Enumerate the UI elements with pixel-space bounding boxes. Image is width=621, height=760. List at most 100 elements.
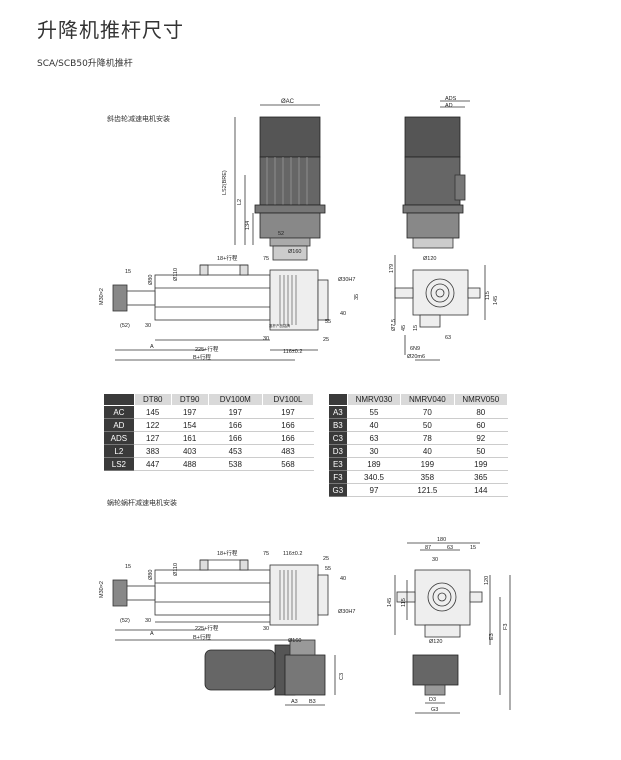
dim-145-b: 145 — [387, 598, 393, 607]
dim-40-b: 40 — [340, 576, 346, 582]
table-cell: 340.5 — [347, 470, 401, 484]
row-label: C3 — [328, 431, 348, 445]
col-header: NMRV050 — [453, 393, 509, 406]
dim-52b: (52) — [120, 323, 130, 329]
dim-30h7: Ø30H7 — [338, 277, 355, 283]
table-cell: 403 — [171, 444, 209, 458]
dim-e3: E3 — [489, 633, 495, 640]
dim-110: Ø110 — [173, 268, 179, 281]
table-helical-motor-dims: DT80 DT90 DV100M DV100L AC 145 197 197 1… — [103, 393, 315, 471]
dim-stroke18: 18+行程 — [217, 254, 238, 262]
table-row: AD 122 154 166 166 — [103, 418, 314, 432]
dim-a3: A3 — [291, 699, 298, 705]
table-cell: 122 — [134, 418, 172, 432]
dim-ls2: LS2(BRE) — [222, 170, 228, 195]
table-cell: 145 — [134, 405, 172, 419]
table-cell: 453 — [208, 444, 263, 458]
table-corner — [103, 393, 135, 406]
dim-52b-b: (52) — [120, 618, 130, 624]
table-worm-motor-dims: NMRV030 NMRV040 NMRV050 A3 55 70 80 B3 4… — [328, 393, 509, 497]
dim-116-b: 116±0.2 — [283, 551, 302, 557]
dim-75-b: 75 — [263, 551, 269, 557]
table-cell: 78 — [400, 431, 455, 445]
table-header-row: DT80 DT90 DV100M DV100L — [103, 393, 315, 406]
dim-87: 87 — [425, 545, 431, 551]
dim-180: 180 — [437, 537, 446, 543]
dim-15: 15 — [125, 269, 131, 275]
page-subtitle: SCA/SCB50升降机推杆 — [37, 59, 133, 69]
dim-g3: G3 — [431, 707, 438, 713]
dim-a-b: A — [150, 631, 154, 637]
table-cell: 97 — [347, 483, 401, 497]
table-row: E3 189 199 199 — [328, 457, 508, 471]
table-cell: 197 — [208, 405, 263, 419]
dim-225-b: 225+行程 — [195, 624, 219, 632]
dim-m30-b: M30×2 — [99, 581, 105, 598]
col-header: DV100M — [207, 393, 263, 406]
dim-55: 55 — [325, 319, 331, 325]
table-cell: 358 — [400, 470, 455, 484]
table-row: F3 340.5 358 365 — [328, 470, 508, 484]
table-row: D3 30 40 50 — [328, 444, 508, 458]
nameplate-label: 推杆产品铭牌 — [269, 323, 290, 328]
table-cell: 161 — [171, 431, 209, 445]
dim-110-b: Ø110 — [173, 563, 179, 576]
table-cell: 189 — [347, 457, 401, 471]
dim-120: Ø120 — [423, 256, 436, 262]
row-label: LS2 — [103, 457, 135, 471]
table-cell: 50 — [400, 418, 455, 432]
table-cell: 365 — [454, 470, 508, 484]
dim-116: 116±0.2 — [283, 349, 302, 355]
dim-63-b: 63 — [447, 545, 453, 551]
dim-a: A — [150, 344, 154, 350]
dim-179: 179 — [389, 264, 395, 273]
row-label: E3 — [328, 457, 348, 471]
table-cell: 166 — [262, 418, 314, 432]
table-cell: 197 — [262, 405, 314, 419]
row-label: F3 — [328, 470, 348, 484]
dim-6n9: 6N9 — [410, 346, 420, 352]
table-cell: 447 — [134, 457, 172, 471]
table-cell: 50 — [454, 444, 508, 458]
dim-m30: M30×2 — [99, 288, 105, 305]
dim-55-b: 55 — [325, 566, 331, 572]
col-header: DT90 — [170, 393, 209, 406]
dim-160-b: Ø160 — [288, 638, 301, 644]
dim-20m6: Ø20m6 — [407, 354, 425, 360]
table-header-row: NMRV030 NMRV040 NMRV050 — [328, 393, 509, 406]
table-row: ADS 127 161 166 166 — [103, 431, 314, 445]
table-corner — [328, 393, 348, 406]
table-row: LS2 447 488 538 568 — [103, 457, 314, 471]
row-label: ADS — [103, 431, 135, 445]
table-cell: 70 — [400, 405, 455, 419]
dim-ad: AD — [445, 103, 453, 109]
table-cell: 92 — [454, 431, 508, 445]
dim-52: 52 — [278, 231, 284, 237]
dim-75: 75 — [263, 256, 269, 262]
table-cell: 154 — [171, 418, 209, 432]
col-header: NMRV030 — [346, 393, 402, 406]
table-cell: 483 — [262, 444, 314, 458]
row-label: A3 — [328, 405, 348, 419]
table-cell: 488 — [171, 457, 209, 471]
dim-30b: 30 — [145, 323, 151, 329]
table-cell: 127 — [134, 431, 172, 445]
col-header: DT80 — [133, 393, 172, 406]
dim-45: 45 — [401, 325, 407, 331]
dim-ads: ADS — [445, 96, 457, 102]
row-label: AC — [103, 405, 135, 419]
row-label: D3 — [328, 444, 348, 458]
dim-l2: L2 — [237, 199, 243, 205]
table-row: AC 145 197 197 197 — [103, 405, 314, 419]
dim-30-b: 30 — [263, 626, 269, 632]
section-label-worm: 蜗轮蜗杆减速电机安装 — [107, 499, 177, 507]
table-cell: 40 — [400, 444, 455, 458]
drawing-worm-front-view: 180 87 63 15 30 145 115 120 Ø120 E3 F3 D… — [387, 537, 511, 714]
dim-15-b: 15 — [125, 564, 131, 570]
col-header: DV100L — [261, 393, 315, 406]
dim-80-b: Ø80 — [148, 570, 154, 580]
table-row: L2 383 403 453 483 — [103, 444, 314, 458]
table-cell: 80 — [454, 405, 508, 419]
table-row: G3 97 121.5 144 — [328, 483, 508, 497]
dim-15-c: 15 — [470, 545, 476, 551]
